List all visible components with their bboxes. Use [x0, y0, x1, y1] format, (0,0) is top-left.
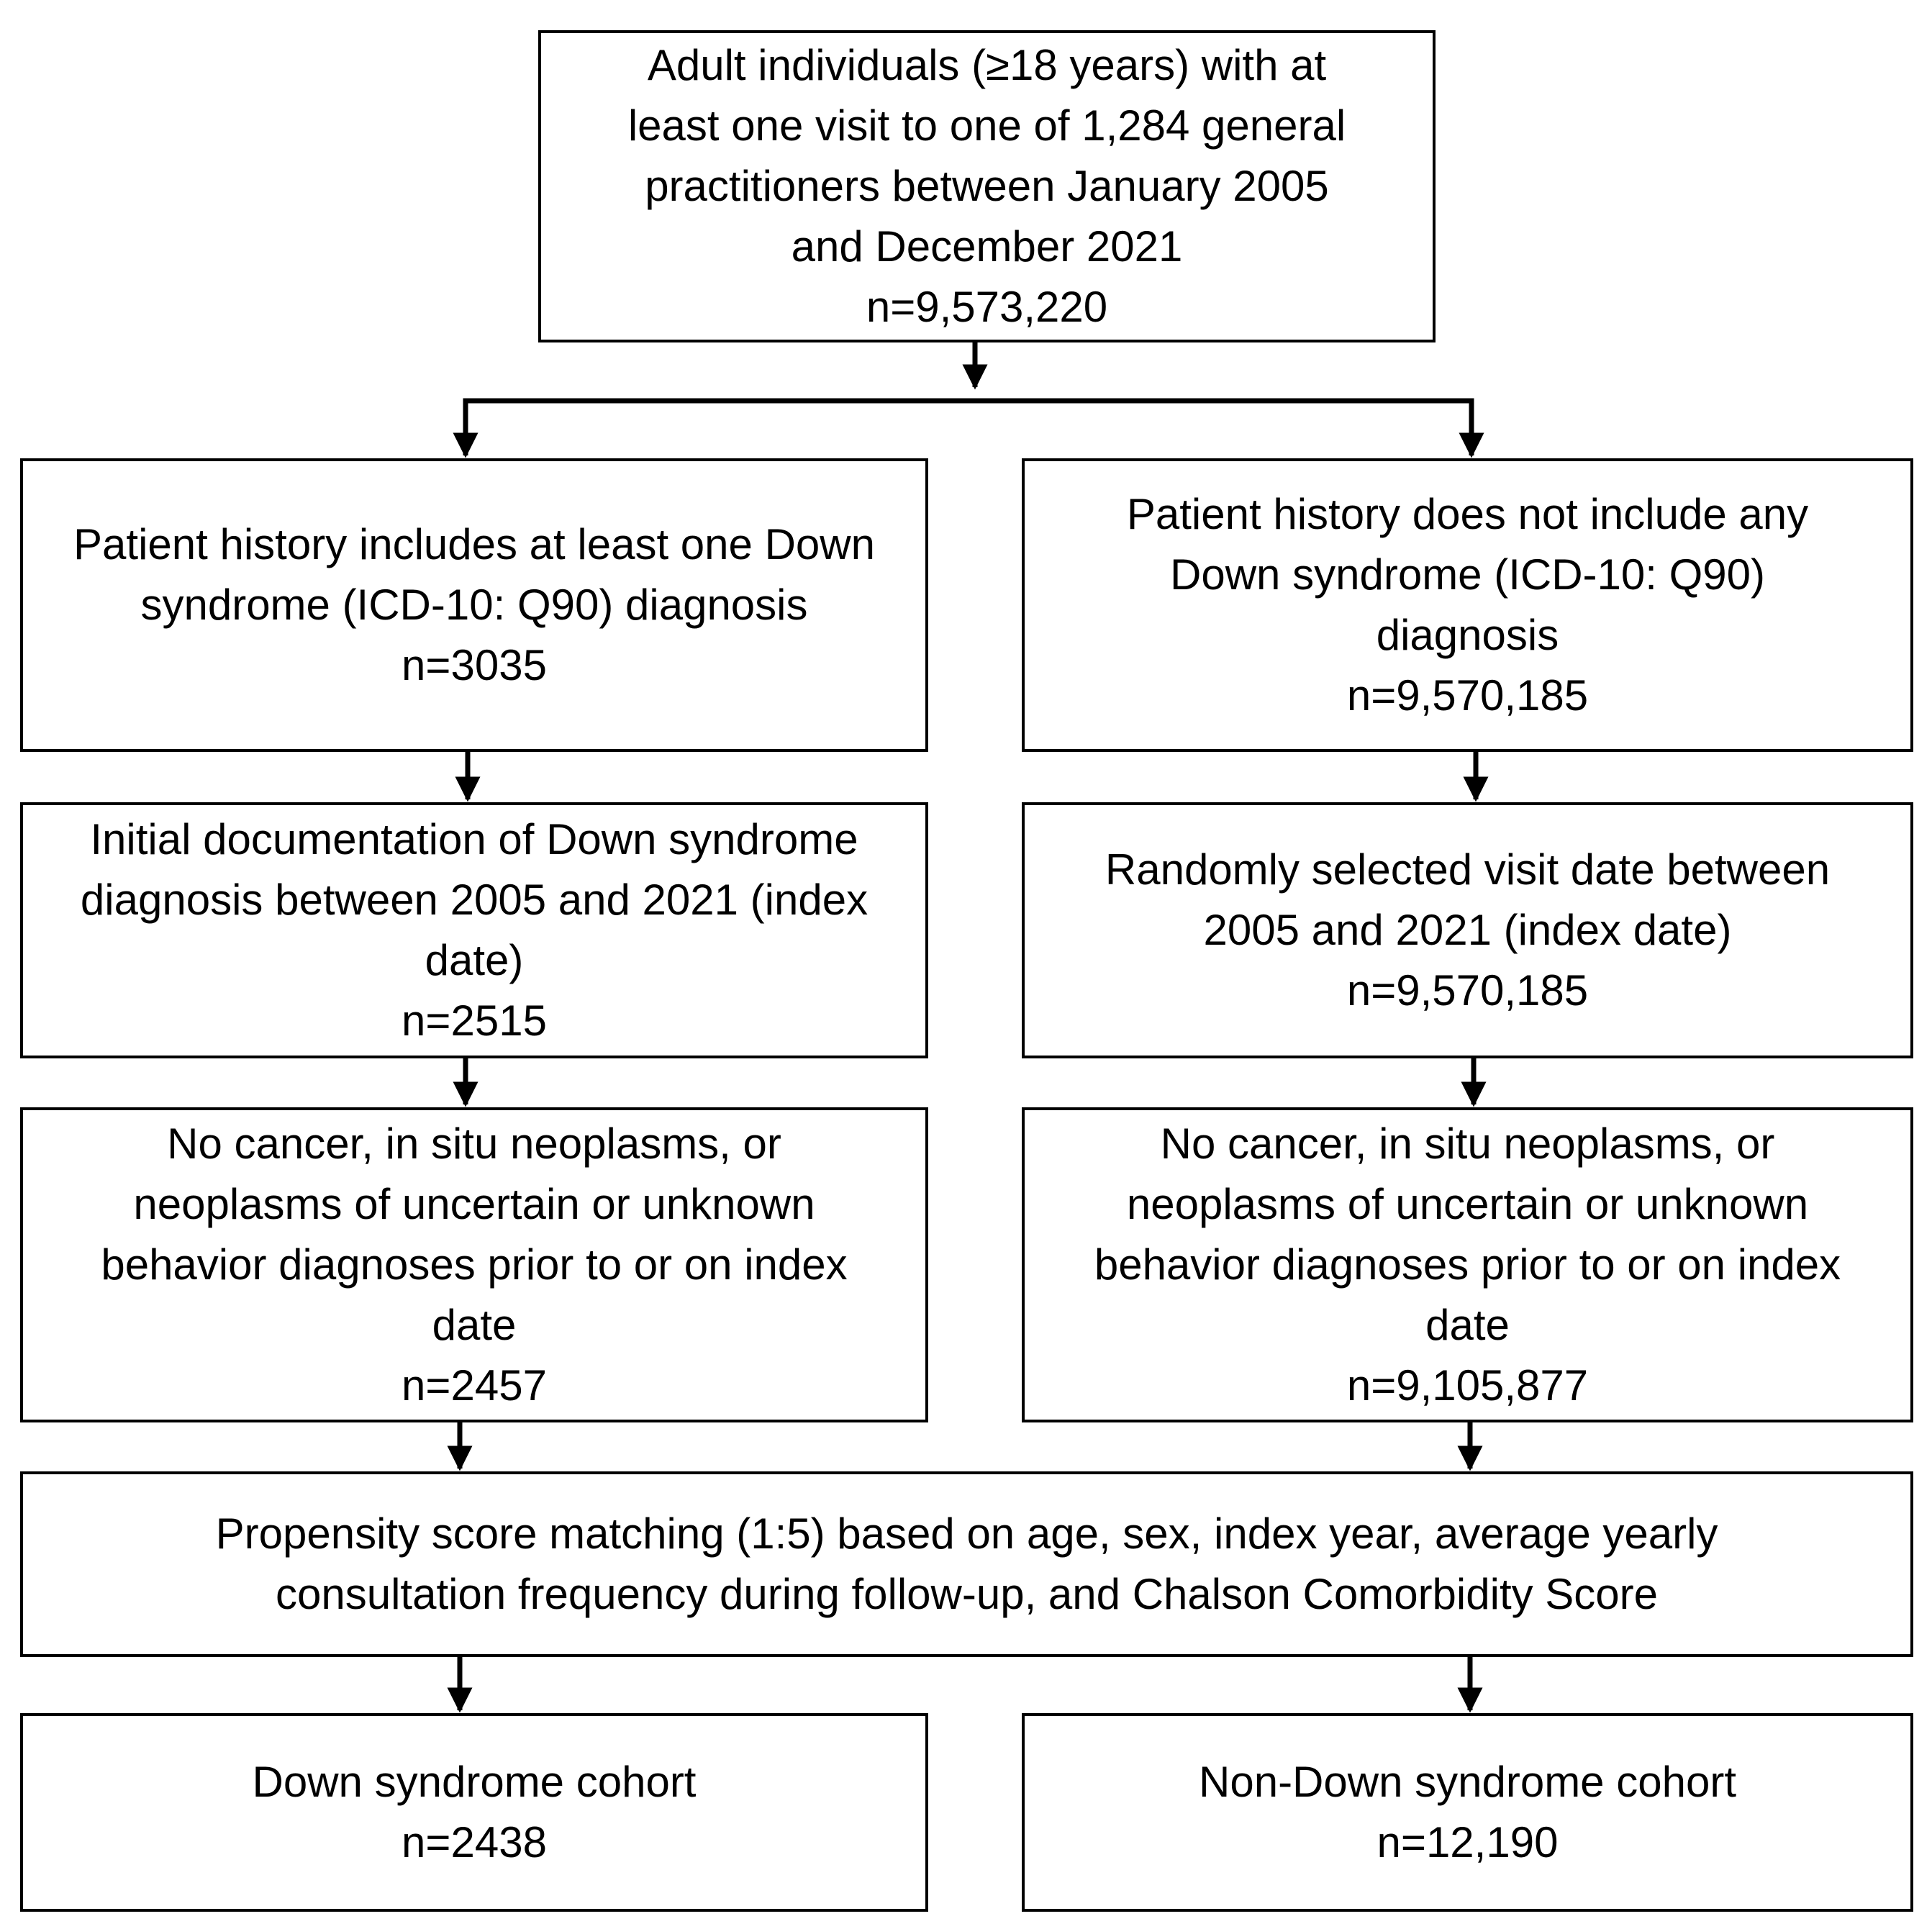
ds-history-box: Patient history includes at least one Do…: [20, 458, 928, 752]
matching-text-line: Propensity score matching (1:5) based on…: [215, 1510, 1718, 1558]
nds-no-cancer-text-line: neoplasms of uncertain or unknown: [1126, 1180, 1809, 1228]
split-connector: [463, 398, 1474, 455]
nds-cohort-count: n=12,190: [1377, 1818, 1559, 1866]
ds-index-text-line: date): [425, 936, 524, 984]
nds-history-count: n=9,570,185: [1346, 671, 1589, 720]
nds-index-count: n=9,570,185: [1346, 966, 1589, 1015]
ds-no-cancer-box: No cancer, in situ neoplasms, or neoplas…: [20, 1107, 928, 1422]
ds-cohort-count: n=2438: [402, 1818, 547, 1866]
ds-no-cancer-text-line: date: [432, 1301, 517, 1349]
matching-text-line: consultation frequency during follow-up,…: [275, 1570, 1659, 1618]
ds-index-date-box: Initial documentation of Down syndrome d…: [20, 802, 928, 1058]
ds-index-text-line: Initial documentation of Down syndrome: [90, 815, 858, 863]
nds-cohort-box: Non-Down syndrome cohort n=12,190: [1022, 1713, 1913, 1912]
ds-history-count: n=3035: [402, 641, 547, 689]
ds-no-cancer-text-line: No cancer, in situ neoplasms, or: [167, 1120, 781, 1168]
source-text-line: Adult individuals (≥18 years) with at: [647, 41, 1327, 89]
ds-history-text-line: syndrome (ICD-10: Q90) diagnosis: [140, 581, 808, 629]
nds-history-text-line: Down syndrome (ICD-10: Q90): [1170, 550, 1765, 599]
nds-index-text-line: Randomly selected visit date between: [1105, 845, 1831, 894]
nds-no-cancer-text-line: No cancer, in situ neoplasms, or: [1160, 1120, 1775, 1168]
ds-cohort-label: Down syndrome cohort: [252, 1758, 697, 1806]
nds-history-box: Patient history does not include any Dow…: [1022, 458, 1913, 752]
source-count: n=9,573,220: [866, 283, 1108, 331]
ds-no-cancer-text-line: neoplasms of uncertain or unknown: [133, 1180, 815, 1228]
ds-no-cancer-count: n=2457: [402, 1361, 547, 1410]
source-text-line: and December 2021: [791, 222, 1183, 271]
source-text-line: least one visit to one of 1,284 general: [627, 101, 1346, 150]
ds-index-text-line: diagnosis between 2005 and 2021 (index: [80, 876, 869, 924]
source-text-line: practitioners between January 2005: [645, 162, 1329, 210]
ds-history-text-line: Patient history includes at least one Do…: [73, 520, 875, 568]
nds-history-text-line: diagnosis: [1376, 611, 1559, 659]
nds-no-cancer-box: No cancer, in situ neoplasms, or neoplas…: [1022, 1107, 1913, 1422]
ds-index-count: n=2515: [402, 997, 547, 1045]
source-population-box: Adult individuals (≥18 years) with at le…: [538, 30, 1436, 342]
ds-cohort-box: Down syndrome cohort n=2438: [20, 1713, 928, 1912]
propensity-matching-box: Propensity score matching (1:5) based on…: [20, 1471, 1913, 1657]
nds-no-cancer-text-line: date: [1425, 1301, 1510, 1349]
nds-no-cancer-text-line: behavior diagnoses prior to or on index: [1094, 1240, 1841, 1289]
nds-index-text-line: 2005 and 2021 (index date): [1203, 906, 1732, 954]
nds-index-date-box: Randomly selected visit date between 200…: [1022, 802, 1913, 1058]
nds-no-cancer-count: n=9,105,877: [1346, 1361, 1589, 1410]
ds-no-cancer-text-line: behavior diagnoses prior to or on index: [101, 1240, 848, 1289]
nds-history-text-line: Patient history does not include any: [1126, 490, 1809, 538]
nds-cohort-label: Non-Down syndrome cohort: [1199, 1758, 1736, 1806]
